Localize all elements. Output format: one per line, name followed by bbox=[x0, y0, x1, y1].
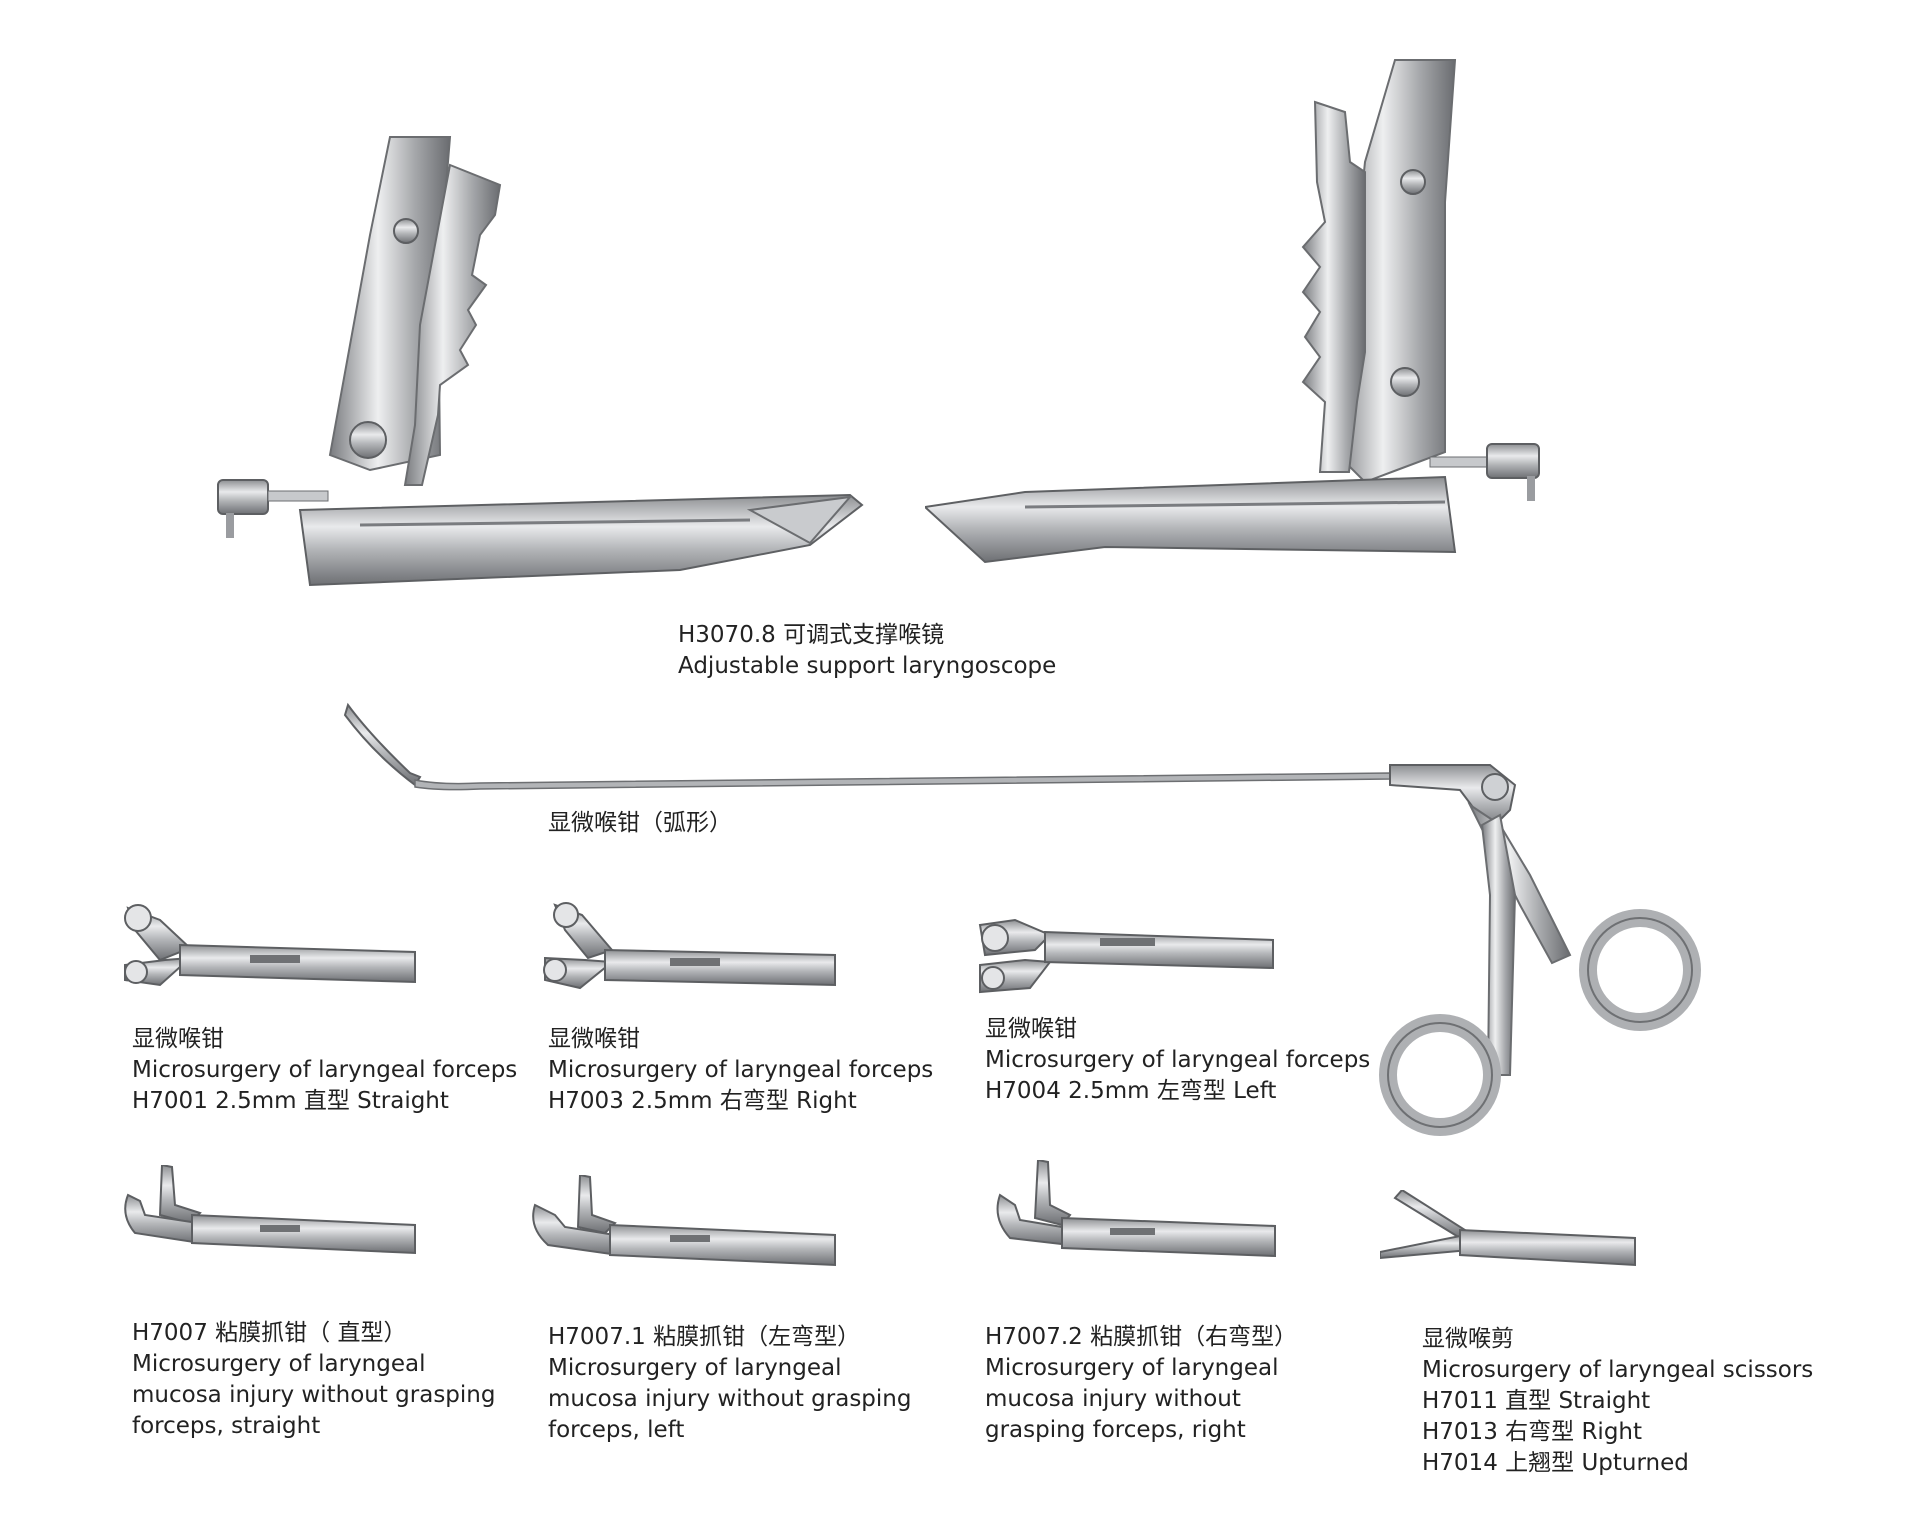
forceps-h7004-en: Microsurgery of laryngeal forceps bbox=[985, 1047, 1371, 1073]
laryngoscope-right-image bbox=[925, 52, 1625, 592]
curved-forceps-title: 显微喉钳（弧形） bbox=[548, 810, 732, 836]
scissors-cn: 显微喉剪 bbox=[1422, 1326, 1514, 1352]
grasping-h7007-2-line1: Microsurgery of laryngeal bbox=[985, 1355, 1279, 1381]
grasping-h7007-line1: Microsurgery of laryngeal bbox=[132, 1351, 426, 1377]
grasping-h7007-caption: H7007 粘膜抓钳（ 直型） Microsurgery of laryngea… bbox=[132, 1318, 495, 1442]
forceps-h7004-image bbox=[975, 910, 1275, 1010]
grasping-h7007-2-line3: grasping forceps, right bbox=[985, 1417, 1246, 1443]
grasping-h7007-image bbox=[120, 1165, 420, 1265]
forceps-h7003-image bbox=[540, 900, 840, 1000]
grasping-h7007-1-image bbox=[530, 1175, 840, 1275]
laryngoscope-left-image bbox=[210, 125, 870, 595]
curved-forceps-caption: 显微喉钳（弧形） bbox=[548, 808, 732, 839]
forceps-h7001-en: Microsurgery of laryngeal forceps bbox=[132, 1057, 518, 1083]
scissors-item-1: H7011 直型 Straight bbox=[1422, 1388, 1651, 1414]
forceps-h7003-caption: 显微喉钳 Microsurgery of laryngeal forceps H… bbox=[548, 1024, 933, 1117]
laryngoscope-title-cn: H3070.8 可调式支撑喉镜 bbox=[678, 622, 945, 648]
grasping-h7007-2-caption: H7007.2 粘膜抓钳（右弯型） Microsurgery of laryng… bbox=[985, 1322, 1297, 1446]
grasping-h7007-1-title: H7007.1 粘膜抓钳（左弯型） bbox=[548, 1324, 861, 1350]
scissors-item-2: H7013 右弯型 Right bbox=[1422, 1419, 1643, 1445]
grasping-h7007-1-line3: forceps, left bbox=[548, 1417, 685, 1443]
forceps-h7003-code: H7003 2.5mm 右弯型 Right bbox=[548, 1088, 857, 1114]
grasping-h7007-2-title: H7007.2 粘膜抓钳（右弯型） bbox=[985, 1324, 1298, 1350]
forceps-h7003-en: Microsurgery of laryngeal forceps bbox=[548, 1057, 934, 1083]
grasping-h7007-1-caption: H7007.1 粘膜抓钳（左弯型） Microsurgery of laryng… bbox=[548, 1322, 911, 1446]
forceps-h7001-code: H7001 2.5mm 直型 Straight bbox=[132, 1088, 449, 1114]
forceps-h7003-cn: 显微喉钳 bbox=[548, 1026, 640, 1052]
forceps-h7004-cn: 显微喉钳 bbox=[985, 1016, 1077, 1042]
grasping-h7007-line3: forceps, straight bbox=[132, 1413, 321, 1439]
forceps-h7001-image bbox=[120, 900, 420, 1000]
curved-forceps-image bbox=[340, 695, 1810, 1165]
grasping-h7007-1-line2: mucosa injury without grasping bbox=[548, 1386, 912, 1412]
grasping-h7007-2-line2: mucosa injury without bbox=[985, 1386, 1241, 1412]
laryngoscope-caption: H3070.8 可调式支撑喉镜 Adjustable support laryn… bbox=[678, 620, 1056, 682]
forceps-h7004-caption: 显微喉钳 Microsurgery of laryngeal forceps H… bbox=[985, 1014, 1370, 1107]
scissors-en: Microsurgery of laryngeal scissors bbox=[1422, 1357, 1814, 1383]
scissors-caption: 显微喉剪 Microsurgery of laryngeal scissors … bbox=[1422, 1324, 1813, 1479]
grasping-h7007-line2: mucosa injury without grasping bbox=[132, 1382, 496, 1408]
forceps-h7001-cn: 显微喉钳 bbox=[132, 1026, 224, 1052]
laryngoscope-title-en: Adjustable support laryngoscope bbox=[678, 653, 1057, 679]
grasping-h7007-2-image bbox=[990, 1160, 1280, 1270]
grasping-h7007-1-line1: Microsurgery of laryngeal bbox=[548, 1355, 842, 1381]
scissors-item-3: H7014 上翘型 Upturned bbox=[1422, 1450, 1689, 1476]
forceps-h7004-code: H7004 2.5mm 左弯型 Left bbox=[985, 1078, 1277, 1104]
grasping-h7007-title: H7007 粘膜抓钳（ 直型） bbox=[132, 1320, 407, 1346]
scissors-image bbox=[1380, 1190, 1640, 1280]
forceps-h7001-caption: 显微喉钳 Microsurgery of laryngeal forceps H… bbox=[132, 1024, 517, 1117]
